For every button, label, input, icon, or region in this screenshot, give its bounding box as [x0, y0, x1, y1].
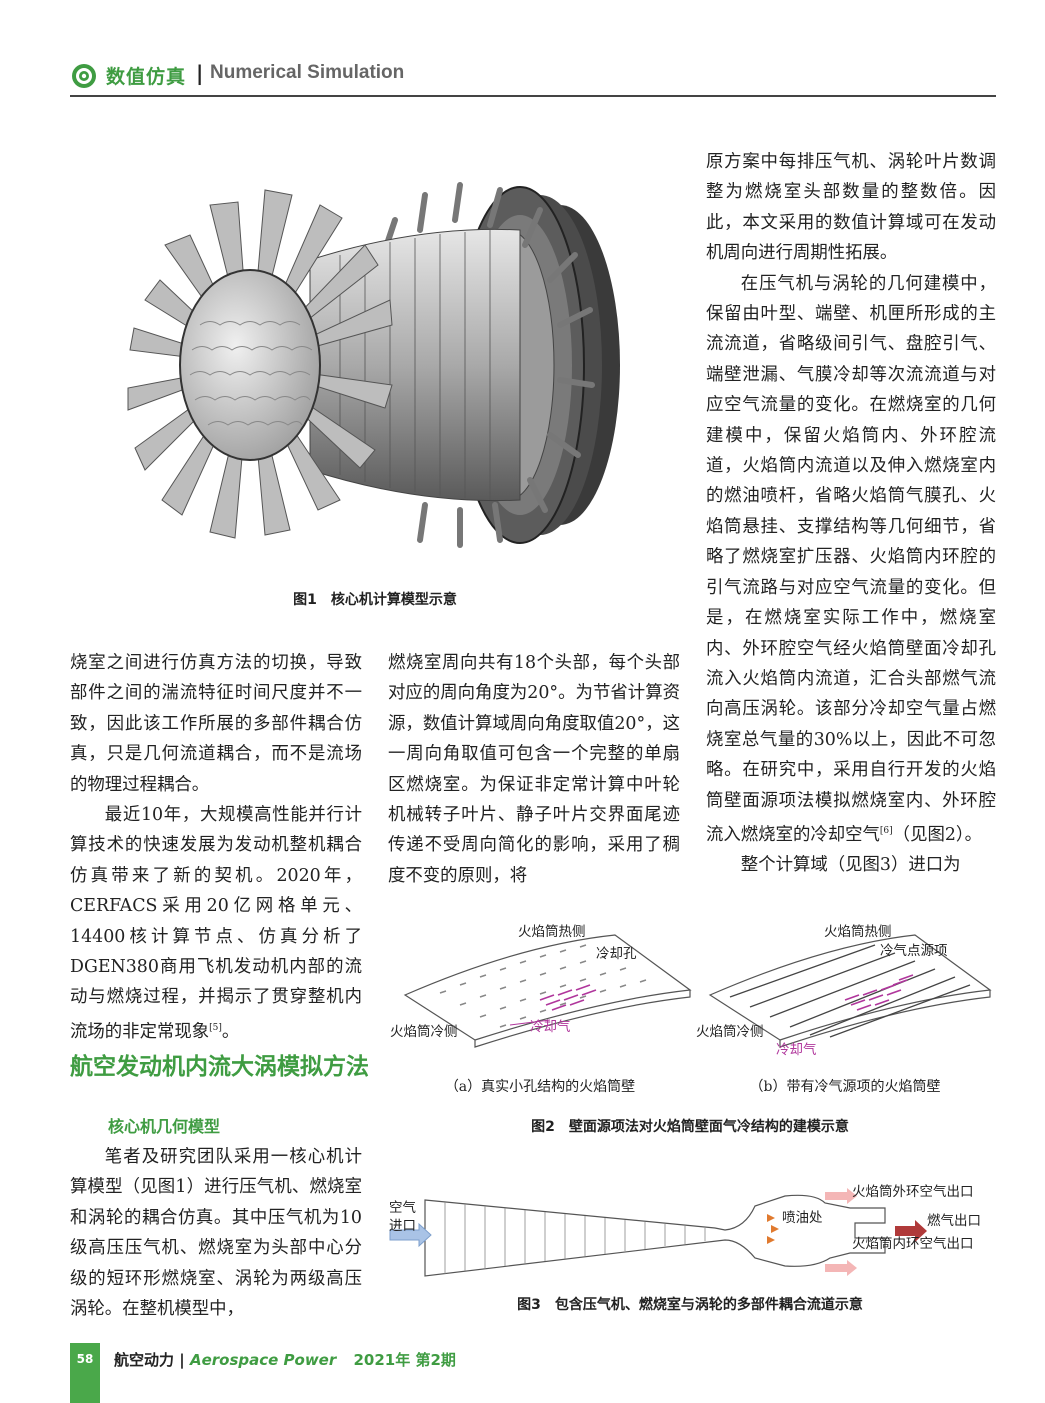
figure1-caption: 图1 核心机计算模型示意 — [293, 592, 457, 608]
paragraph: 燃烧室周向共有18个头部，每个头部对应的周向角度为20°。为节省计算资源，数值计… — [388, 653, 680, 886]
figure2b-liner-with-sources — [708, 934, 992, 1048]
gas-outlet-arrow — [895, 1220, 927, 1242]
header-section-cn: 数值仿真 — [106, 66, 187, 88]
journal-issue: 2021年 第2期 — [353, 1351, 456, 1369]
paragraph-tail: 。 — [221, 1021, 240, 1042]
paragraph: 原方案中每排压气机、涡轮叶片数调整为燃烧室头部数量的整数倍。因此，本文采用的数值… — [706, 152, 996, 264]
journal-name-cn: 航空动力 — [114, 1351, 175, 1369]
fig3-inner-outlet-label: 火焰筒内环空气出口 — [852, 1236, 974, 1252]
subsection-title: 核心机几何模型 — [108, 1117, 221, 1136]
fig2a-cold-side-label: 火焰筒冷侧 — [390, 1024, 458, 1040]
fig2b-hot-side-label: 火焰筒热侧 — [824, 924, 892, 940]
section-title: 航空发动机内流大涡模拟方法 — [70, 1054, 369, 1080]
cooling-air-streaks — [539, 984, 597, 1011]
paragraph-tail: （见图2）。 — [892, 824, 982, 845]
column-left: 烧室之间进行仿真方法的切换，导致部件之间的湍流特征时间尺度并不一致，因此该工作所… — [70, 648, 362, 1047]
hub-blade-pattern — [189, 321, 313, 426]
cooling-hole-pattern — [439, 944, 647, 1028]
footer-journal: 航空动力 | Aerospace Power 2021年 第2期 — [114, 1349, 456, 1370]
figure3-flowpath — [389, 1188, 927, 1277]
citation-ref: [5] — [209, 1022, 222, 1033]
figure3-caption: 图3 包含压气机、燃烧室与涡轮的多部件耦合流道示意 — [517, 1297, 863, 1313]
paragraph-text: 最近10年，大规模高性能并行计算技术的快速发展为发动机整机耦合仿真带来了新的契机… — [70, 805, 362, 1042]
fig2b-cold-side-label: 火焰筒冷侧 — [696, 1024, 764, 1040]
figure2a-liner-with-holes — [403, 934, 692, 1048]
paragraph: 整个计算域（见图3）进口为 — [740, 855, 961, 876]
figure2-caption: 图2 壁面源项法对火焰筒壁面气冷结构的建模示意 — [531, 1119, 849, 1135]
fig2b-cooling-air-label: 冷却气 — [776, 1042, 817, 1058]
journal-name-en: Aerospace Power — [189, 1351, 337, 1369]
fig3-air-inlet-label-2: 进口 — [389, 1218, 416, 1234]
paragraph: 烧室之间进行仿真方法的切换，导致部件之间的湍流特征时间尺度并不一致，因此该工作所… — [70, 653, 362, 795]
inner-annulus-outlet-arrow — [825, 1260, 857, 1276]
outer-annulus-outlet-arrow — [825, 1188, 857, 1204]
fig3-gas-outlet-label: 燃气出口 — [927, 1213, 981, 1229]
source-lines — [729, 944, 971, 1038]
fig2a-hot-side-label: 火焰筒热侧 — [518, 924, 586, 940]
fig3-outer-outlet-label: 火焰筒外环空气出口 — [852, 1184, 974, 1200]
fuel-nozzles — [382, 182, 595, 548]
paragraph: 最近10年，大规模高性能并行计算技术的快速发展为发动机整机耦合仿真带来了新的契机… — [70, 800, 362, 1047]
point-source-streaks — [844, 974, 914, 1011]
air-inlet-arrow — [389, 1222, 432, 1248]
fig2a-subcaption: （a）真实小孔结构的火焰筒壁 — [444, 1079, 636, 1095]
figure1-core-engine-model — [127, 182, 620, 548]
fuel-injection-marks — [767, 1214, 779, 1244]
header-separator: | — [196, 61, 204, 85]
header-rule — [70, 95, 996, 97]
paragraph: 笔者及研究团队采用一核心机计算模型（见图1）进行压气机、燃烧室和涡轮的耦合仿真。… — [70, 1147, 362, 1320]
fig3-injector-label: 喷油处 — [782, 1210, 823, 1226]
page-number: 58 — [76, 1352, 94, 1366]
compressor-stage-lines — [444, 1202, 706, 1274]
column-center: 燃烧室周向共有18个头部，每个头部对应的周向角度为20°。为节省计算资源，数值计… — [388, 648, 680, 891]
inlet-hub — [179, 269, 321, 461]
paragraph: 在压气机与涡轮的几何建模中，保留由叶型、端壁、机匣所形成的主流流道，省略级间引气… — [706, 269, 996, 851]
page-header: 数值仿真 | Numerical Simulation — [70, 58, 996, 98]
paragraph-text: 在压气机与涡轮的几何建模中，保留由叶型、端壁、机匣所形成的主流流道，省略级间引气… — [706, 273, 996, 845]
fig2b-point-source-label: 冷气点源项 — [880, 943, 948, 959]
fig2b-subcaption: （b）带有冷气源项的火焰筒壁 — [749, 1079, 941, 1095]
journal-logo-icon — [72, 64, 96, 88]
header-section-en: Numerical Simulation — [210, 62, 405, 83]
journal-separator: | — [179, 1351, 185, 1369]
footer-page-tab — [70, 1343, 100, 1403]
fig2a-cooling-air-label: 冷却气 — [530, 1019, 571, 1035]
fig2a-cooling-holes-label: 冷却孔 — [596, 946, 637, 962]
fig3-air-inlet-label-1: 空气 — [389, 1200, 416, 1216]
citation-ref: [6] — [879, 825, 893, 836]
column-right-top: 原方案中每排压气机、涡轮叶片数调整为燃烧室头部数量的整数倍。因此，本文采用的数值… — [706, 147, 996, 881]
section-body: 笔者及研究团队采用一核心机计算模型（见图1）进行压气机、燃烧室和涡轮的耦合仿真。… — [70, 1142, 362, 1324]
